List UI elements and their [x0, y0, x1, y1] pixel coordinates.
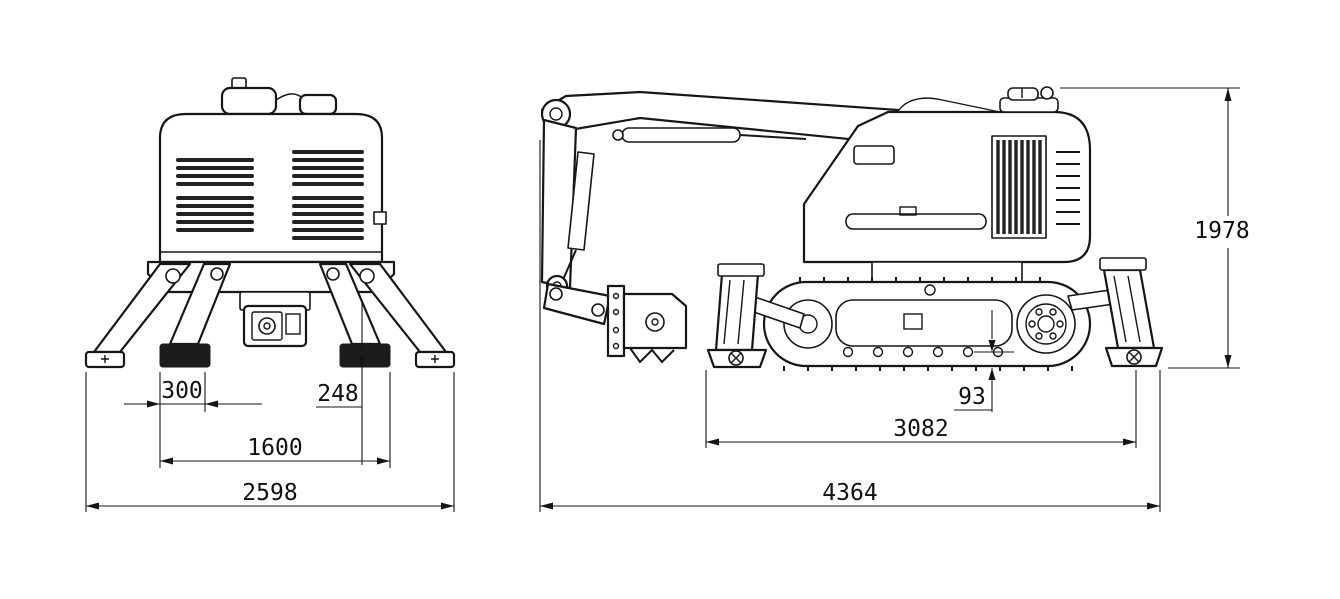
arrowhead	[988, 340, 996, 352]
boom-cylinder	[621, 127, 741, 143]
front-view-dimensions: 300 248 1600 2598	[85, 302, 455, 512]
dim-label-248: 248	[317, 381, 359, 407]
dim-label-2598: 2598	[242, 480, 297, 506]
pivot-inner-left	[210, 267, 224, 281]
turret-hub-center	[263, 322, 271, 330]
foot-bolt-outer-left	[101, 355, 109, 363]
tool-teeth	[629, 347, 675, 364]
rear-grille-frame	[991, 135, 1047, 239]
track-roller	[872, 346, 884, 358]
arrowhead	[86, 502, 99, 510]
dipper-cylinder-rod	[561, 249, 577, 283]
tool-mount-plate	[606, 284, 626, 358]
track-roller	[842, 346, 854, 358]
rear-grille-slats	[996, 140, 1042, 234]
arrowhead	[377, 457, 390, 465]
arrowhead	[988, 368, 996, 380]
link-pin-right	[591, 303, 605, 317]
muffler	[220, 86, 278, 116]
grille-right-lower	[292, 196, 364, 240]
grille-left-lower	[176, 196, 254, 232]
front-outrigger-leg	[714, 272, 760, 352]
side-vent-slats	[1056, 151, 1080, 225]
sprocket-bolt	[1035, 308, 1043, 316]
tool-hub	[645, 312, 665, 332]
air-filter	[298, 93, 338, 116]
arrowhead	[1224, 88, 1232, 101]
sprocket-mid	[1025, 303, 1067, 345]
body-waist	[871, 261, 1023, 283]
arrowhead	[1224, 355, 1232, 368]
pivot-outer-right	[359, 268, 375, 284]
arrowhead	[147, 400, 160, 408]
arrowhead	[540, 502, 553, 510]
arrowhead	[358, 356, 366, 368]
arrowhead	[160, 457, 173, 465]
dim-label-4364: 4364	[822, 480, 877, 506]
turret-hub	[258, 317, 276, 335]
mount-bolt	[612, 292, 620, 300]
arrowhead	[441, 502, 454, 510]
foot-inner-left	[159, 343, 211, 368]
beacon-body	[1007, 87, 1039, 101]
front-outrigger-cap	[717, 263, 765, 277]
track-roller	[932, 346, 944, 358]
side-view	[540, 86, 1164, 371]
side-latch	[373, 211, 387, 225]
track-roller	[902, 346, 914, 358]
dim-label-1600: 1600	[247, 435, 302, 461]
boom-elbow-pin	[549, 107, 563, 121]
front-foot-screw-cross	[730, 352, 742, 364]
sprocket-bolt	[1049, 332, 1057, 340]
front-view	[84, 77, 456, 369]
side-view-dimensions: 1978 93 3082 4364	[539, 87, 1250, 512]
boom-cylinder-rod	[739, 134, 807, 140]
dipper-cylinder	[567, 151, 595, 251]
pivot-inner-right	[326, 267, 340, 281]
link-pin-left	[549, 287, 563, 301]
rear-outrigger-ribs	[1113, 275, 1141, 343]
foot-inner-right	[339, 343, 391, 368]
track-roller	[962, 346, 974, 358]
mount-bolt	[612, 308, 620, 316]
arrowhead	[1123, 438, 1136, 446]
body-panel	[853, 145, 895, 165]
dim-label-93: 93	[958, 384, 986, 410]
track-frame	[835, 299, 1013, 347]
grille-left-upper	[176, 158, 254, 186]
sprocket-bolt	[1049, 308, 1057, 316]
sprocket-bolt	[1056, 320, 1064, 328]
cylinder-clevis	[612, 129, 624, 141]
body-handle	[845, 213, 987, 230]
mount-bolt	[612, 342, 620, 350]
pivot-outer-left	[165, 268, 181, 284]
sprocket-hub	[1037, 315, 1055, 333]
frame-access-plate	[903, 313, 923, 330]
dim-label-300: 300	[161, 378, 203, 404]
turret-detail	[285, 313, 301, 335]
frame-grease-point	[924, 284, 936, 296]
arrowhead	[1147, 502, 1160, 510]
track-cleats-top	[799, 277, 1041, 282]
sprocket-bolt	[1028, 320, 1036, 328]
dim-label-1978: 1978	[1194, 218, 1249, 244]
dim-label-3082: 3082	[893, 416, 948, 442]
front-outrigger-ribs	[723, 279, 745, 345]
arrowhead	[706, 438, 719, 446]
sprocket-bolt	[1035, 332, 1043, 340]
rear-outrigger-cap	[1099, 257, 1147, 271]
grille-right-upper	[292, 150, 364, 186]
tool-hub-pin	[651, 318, 659, 326]
arrowhead	[205, 400, 218, 408]
mount-bolt	[612, 326, 620, 334]
handle-bracket	[899, 206, 917, 216]
turret-inner-panel	[251, 311, 283, 341]
foot-bolt-outer-right	[431, 355, 439, 363]
track-cleats-bottom	[783, 366, 1073, 371]
beacon-light	[1040, 86, 1054, 100]
rear-foot-screw-cross	[1128, 351, 1140, 363]
